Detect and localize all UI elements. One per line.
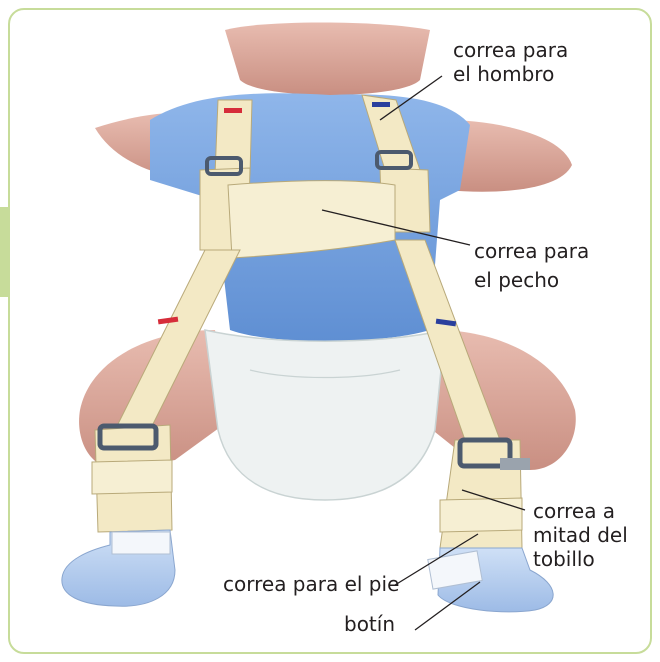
- baby-head: [225, 23, 430, 96]
- diaper: [205, 330, 445, 500]
- left-ankle-assembly: [62, 425, 175, 606]
- chest-strap-label-line2: el pecho: [474, 268, 559, 292]
- bootie-label: botín: [344, 612, 395, 636]
- ankle-strap-label-line3: tobillo: [533, 547, 595, 571]
- ankle-strap-label-line2: mitad del: [533, 523, 628, 547]
- chest-strap-label-line1: correa para: [474, 239, 589, 263]
- ankle-strap-label-line1: correa a: [533, 499, 615, 523]
- shoulder-strap-label-line2: el hombro: [453, 62, 554, 86]
- shoulder-strap-label-line1: correa para: [453, 38, 568, 62]
- foot-strap-label: correa para el pie: [223, 572, 399, 596]
